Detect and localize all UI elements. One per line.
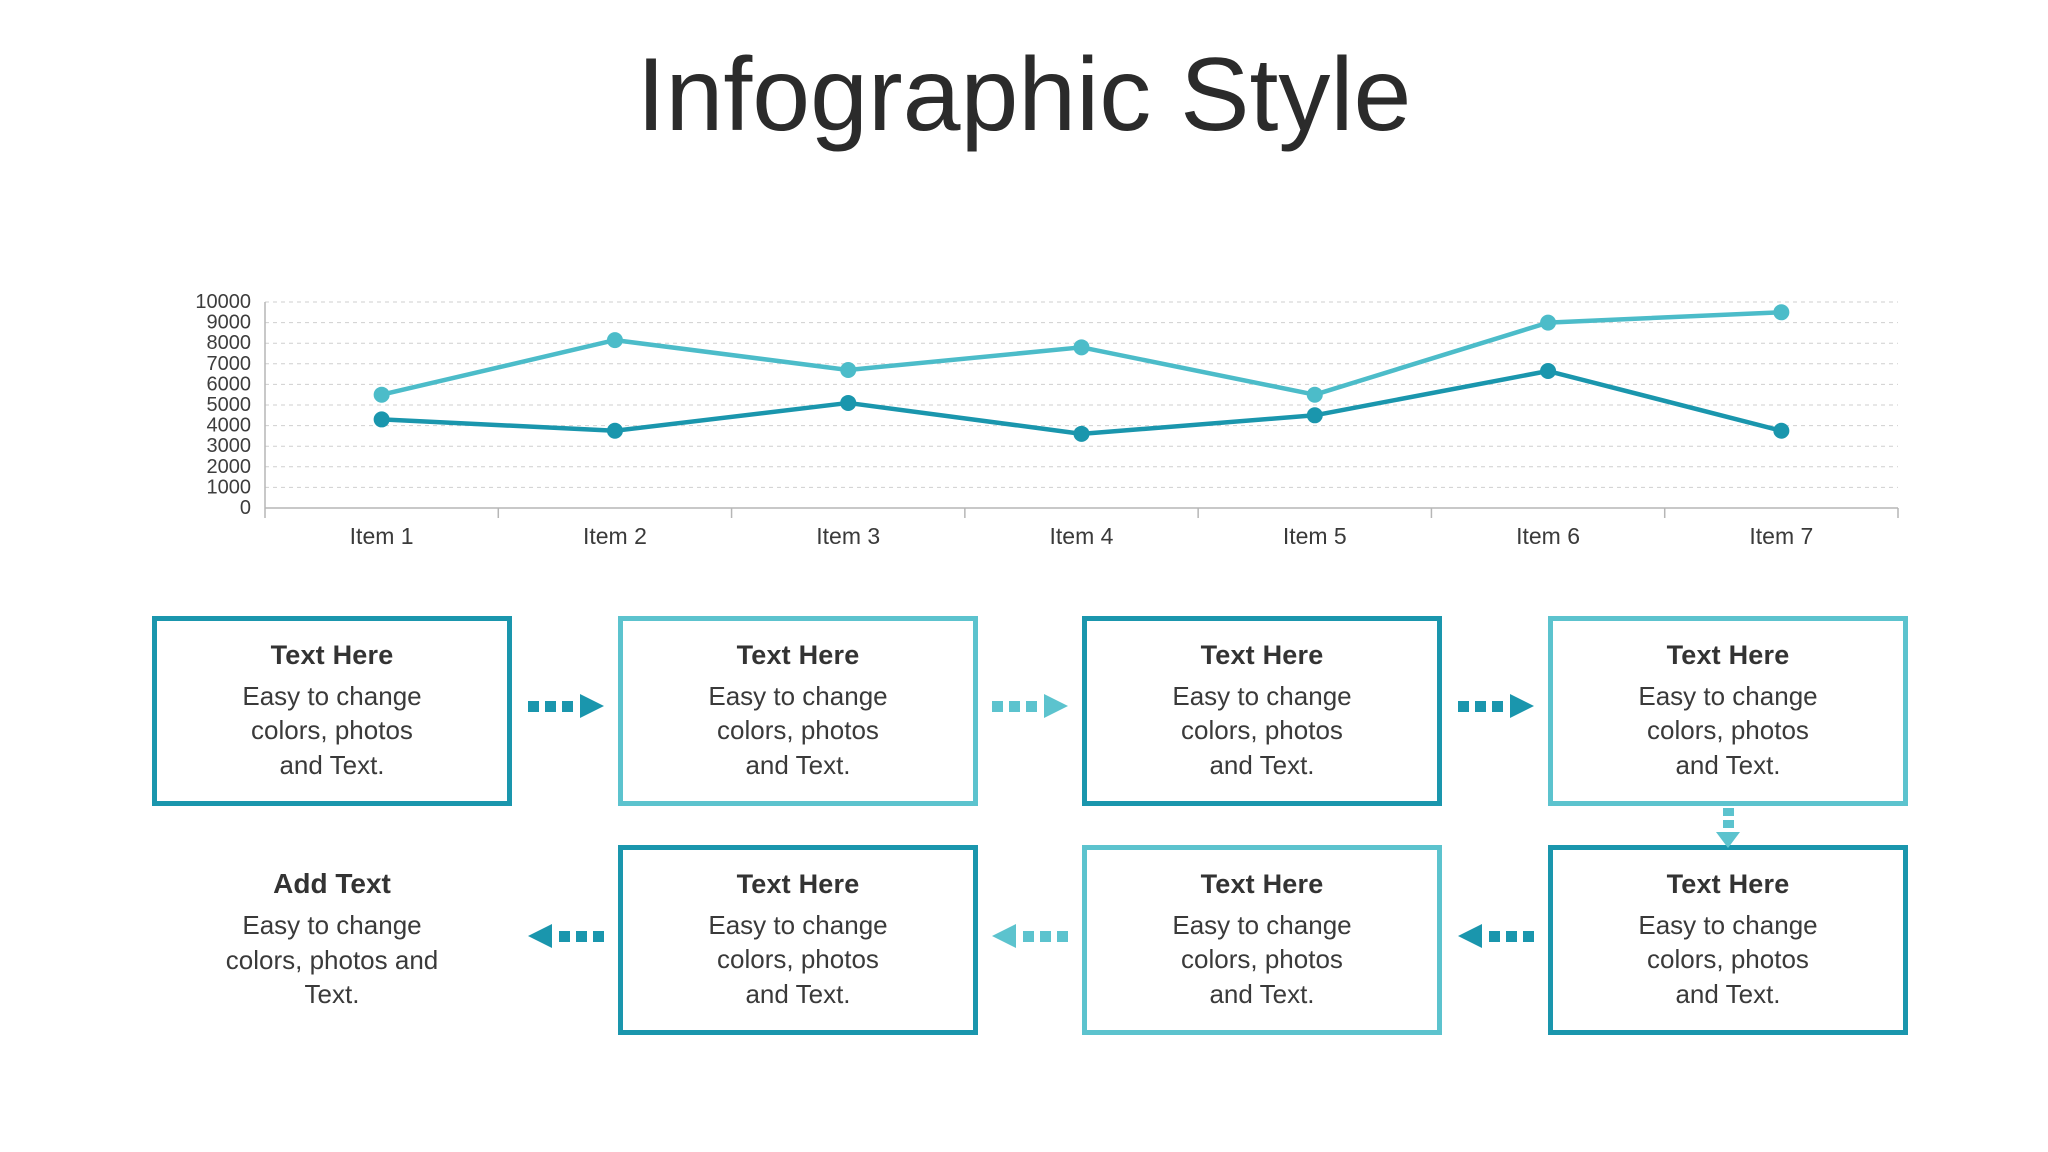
arrow-left-1-icon	[528, 920, 604, 952]
y-axis-tick-label: 7000	[207, 353, 252, 375]
chart-series-line-2	[379, 368, 1784, 437]
flow-box-8-heading: Add Text	[273, 868, 391, 900]
arrow-right-1-icon	[528, 690, 604, 722]
y-axis-tick-label: 3000	[207, 435, 252, 457]
x-axis-tick-label: Item 3	[816, 523, 880, 549]
x-axis-tick-label: Item 6	[1516, 523, 1580, 549]
flow-box-4-heading: Text Here	[1666, 639, 1790, 670]
chart-data-point	[606, 332, 623, 349]
chart-data-point	[1773, 422, 1790, 439]
arrow-right-3-icon	[1458, 690, 1534, 722]
y-axis-tick-label: 10000	[195, 291, 251, 313]
arrow-left-2-icon	[992, 920, 1068, 952]
flow-box-6-heading: Text Here	[1200, 868, 1324, 899]
chart-data-point	[1540, 363, 1557, 380]
x-axis-tick-label: Item 2	[583, 523, 647, 549]
y-axis-tick-label: 9000	[207, 312, 252, 334]
y-axis-tick-label: 8000	[207, 332, 252, 354]
chart-data-point	[1773, 304, 1790, 321]
arrow-right-2-icon	[992, 690, 1068, 722]
arrow-left-3-icon	[1458, 920, 1534, 952]
chart-data-point	[1540, 314, 1557, 331]
x-axis-tick-label: Item 7	[1749, 523, 1813, 549]
y-axis-tick-label: 1000	[207, 476, 252, 498]
flow-box-2-heading: Text Here	[736, 639, 860, 670]
line-chart-svg: 0100020003000400050006000700080009000100…	[195, 291, 1899, 549]
y-axis-tick-label: 6000	[207, 373, 252, 395]
flow-box-3-heading: Text Here	[1200, 639, 1324, 670]
y-axis-tick-label: 0	[240, 497, 251, 519]
chart-data-point	[606, 422, 623, 439]
chart-data-point	[1073, 425, 1090, 442]
flow-box-7-heading: Text Here	[736, 868, 860, 899]
page-title: Infographic Style	[636, 37, 1412, 153]
x-axis-tick-label: Item 1	[350, 523, 414, 549]
chart-data-point	[1073, 339, 1090, 356]
y-axis-tick-label: 4000	[207, 415, 252, 437]
chart-data-point	[1306, 407, 1323, 424]
arrow-down-1-icon	[1712, 808, 1744, 848]
x-axis-tick-label: Item 5	[1283, 523, 1347, 549]
y-axis-tick-label: 5000	[207, 394, 252, 416]
chart-data-point	[1306, 386, 1323, 403]
chart-data-point	[373, 411, 390, 428]
chart-data-point	[373, 386, 390, 403]
x-axis-tick-label: Item 4	[1050, 523, 1114, 549]
flow-box-1-heading: Text Here	[270, 639, 394, 670]
flow-box-5-heading: Text Here	[1666, 868, 1790, 899]
y-axis-tick-label: 2000	[207, 456, 252, 478]
chart-data-point	[840, 394, 857, 411]
chart-data-point	[840, 361, 857, 378]
